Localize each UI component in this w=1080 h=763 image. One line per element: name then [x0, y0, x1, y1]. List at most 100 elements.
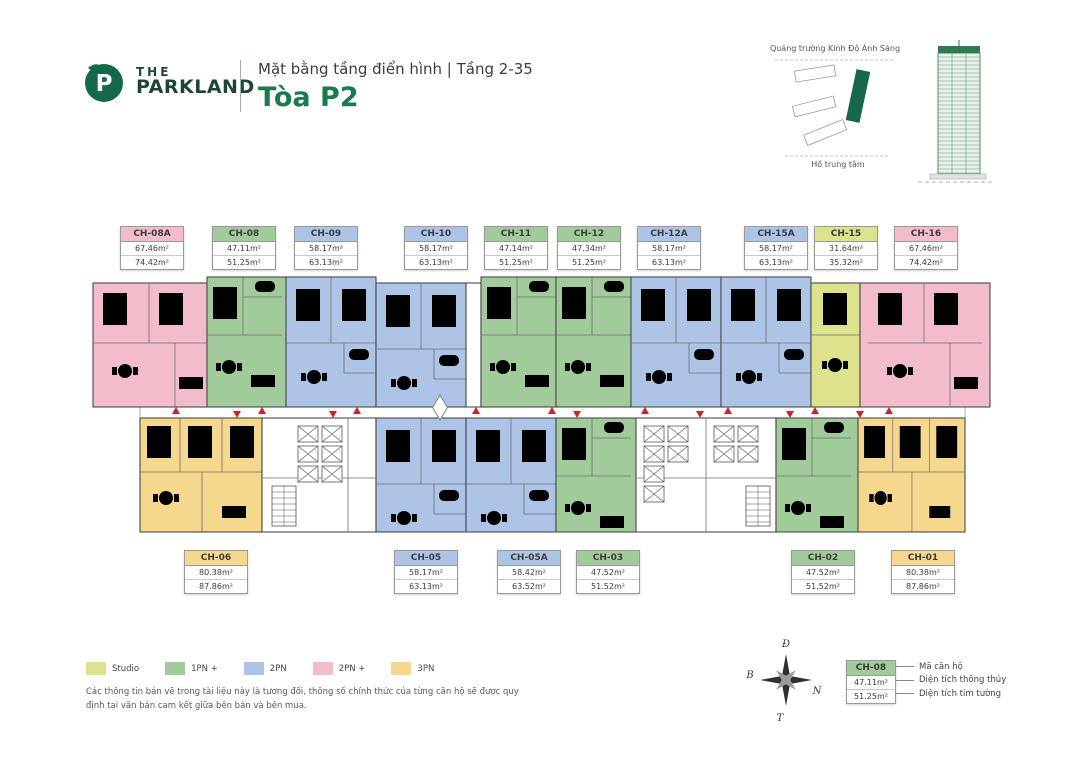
unit-card-ch-05: CH-05 58.17m² 63.13m² — [394, 550, 458, 594]
unit-area-net: 80.38m² — [906, 568, 940, 577]
unit-area-gross: 87.86m² — [185, 579, 247, 593]
legend-item-2pn-plus: 2PN + — [312, 662, 365, 675]
unit-card-ch-05a: CH-05A 58.42m² 63.52m² — [497, 550, 561, 594]
key-label-net-area: Diện tích thông thủy — [896, 674, 1006, 688]
compass-rose-icon: Đ B N T — [745, 639, 822, 724]
building-elevation-icon — [918, 40, 994, 183]
unit-card-ch-12a: CH-12A 58.17m² 63.13m² — [637, 226, 701, 270]
unit-area-gross: 35.32m² — [815, 255, 877, 269]
unit-code: CH-10 — [405, 227, 467, 242]
key-label-code: Mã căn hộ — [896, 660, 1006, 674]
parkland-logo-icon: P — [85, 64, 123, 102]
logo-line-the: THE — [136, 64, 172, 79]
unit-area-gross: 63.52m² — [498, 579, 560, 593]
unit-card-ch-08: CH-08 47.11m² 51.25m² — [212, 226, 276, 270]
lobby-marker — [431, 394, 449, 421]
compass-north-label: B — [745, 670, 753, 681]
key-unit-code: CH-08 — [847, 661, 895, 676]
unit-area-gross: 74.42m² — [121, 255, 183, 269]
key-area-gross: 51.25m² — [847, 689, 895, 703]
unit-card-ch-03: CH-03 47.52m² 51.52m² — [576, 550, 640, 594]
page-title: Tòa P2 — [258, 82, 359, 113]
unit-area-net: 47.52m² — [591, 568, 625, 577]
unit-area-gross: 51.52m² — [577, 579, 639, 593]
unit-code: CH-05 — [395, 551, 457, 566]
unit-code: CH-03 — [577, 551, 639, 566]
key-example-card: CH-08 47.11m² 51.25m² — [846, 660, 896, 704]
unit-area-net: 80.38m² — [199, 568, 233, 577]
unit-code: CH-15A — [745, 227, 807, 242]
sitemap-block-3 — [803, 118, 848, 146]
unit-area-gross: 74.42m² — [895, 255, 957, 269]
unit-ch-08 — [206, 276, 287, 408]
unit-ch-05a — [465, 417, 557, 533]
unit-ch-15a — [720, 276, 812, 408]
legend-swatch-3pn — [391, 662, 412, 675]
site-map — [775, 59, 895, 157]
sitemap-label-square: Quảng trường Kinh Đô Ánh Sáng — [769, 44, 901, 53]
core-elevators-left — [261, 417, 377, 533]
legend-label: 1PN + — [191, 663, 218, 674]
unit-card-ch-10: CH-10 58.17m² 63.13m² — [404, 226, 468, 270]
compass-west-label: T — [777, 713, 785, 724]
unit-card-ch-02: CH-02 47.52m² 51.52m² — [791, 550, 855, 594]
legend-swatch-2pn — [243, 662, 264, 675]
unit-ch-06 — [139, 417, 263, 533]
legend-item-1pn: 1PN + — [165, 662, 218, 675]
floor-range-subtitle: Mặt bằng tầng điển hình | Tầng 2-35 — [258, 60, 533, 78]
unit-card-ch-06: CH-06 80.38m² 87.86m² — [184, 550, 248, 594]
unit-area-net: 58.17m² — [652, 244, 686, 253]
legend-label: 3PN — [417, 663, 435, 674]
service-shaft — [465, 282, 482, 408]
legend-item-studio: Studio — [86, 662, 139, 675]
unit-area-net: 47.52m² — [806, 568, 840, 577]
unit-area-net: 67.46m² — [135, 244, 169, 253]
unit-ch-01 — [857, 417, 966, 533]
legend-item-2pn: 2PN — [243, 662, 287, 675]
unit-ch-05 — [375, 417, 467, 533]
unit-area-gross: 63.13m² — [405, 255, 467, 269]
unit-type-legend: Studio 1PN + 2PN 2PN + 3PN — [86, 662, 434, 675]
key-area-net: 47.11m² — [854, 678, 888, 687]
legend-item-3pn: 3PN — [391, 662, 434, 675]
unit-ch-15 — [810, 282, 861, 408]
legend-swatch-2pn-plus — [312, 662, 333, 675]
key-label-gross-area: Diện tích tim tường — [896, 687, 1006, 701]
logo-text: THE PARKLAND — [136, 66, 255, 99]
logo-line-parkland: PARKLAND — [136, 76, 255, 99]
core-elevators-right — [635, 417, 777, 533]
sitemap-label-lake: Hồ trung tâm — [811, 160, 865, 169]
unit-card-ch-15a: CH-15A 58.17m² 63.13m² — [744, 226, 808, 270]
legend-swatch-1pn — [165, 662, 186, 675]
unit-card-ch-11: CH-11 47.14m² 51.25m² — [484, 226, 548, 270]
unit-area-net: 47.34m² — [572, 244, 606, 253]
entrance-markers — [172, 407, 893, 418]
unit-area-net: 47.11m² — [227, 244, 261, 253]
unit-area-gross: 63.13m² — [638, 255, 700, 269]
title-block: Mặt bằng tầng điển hình | Tầng 2-35 Tòa … — [258, 60, 533, 113]
unit-area-gross: 63.13m² — [295, 255, 357, 269]
unit-area-net: 47.14m² — [499, 244, 533, 253]
unit-ch-16 — [859, 282, 991, 408]
unit-area-gross: 63.13m² — [745, 255, 807, 269]
unit-area-gross: 51.25m² — [213, 255, 275, 269]
compass-east-label: Đ — [781, 639, 790, 650]
unit-area-net: 58.17m² — [419, 244, 453, 253]
unit-code: CH-05A — [498, 551, 560, 566]
unit-area-gross: 63.13m² — [395, 579, 457, 593]
unit-area-gross: 87.86m² — [892, 579, 954, 593]
legend-swatch-studio — [86, 662, 106, 675]
unit-area-net: 58.17m² — [409, 568, 443, 577]
header-divider — [240, 60, 241, 112]
brand-logo: P THE PARKLAND — [80, 58, 255, 106]
unit-area-net: 31.64m² — [829, 244, 863, 253]
unit-card-ch-12: CH-12 47.34m² 51.25m² — [557, 226, 621, 270]
unit-card-ch-15: CH-15 31.64m² 35.32m² — [814, 226, 878, 270]
key-labels: Mã căn hộ Diện tích thông thủy Diện tích… — [896, 660, 1006, 701]
legend-label: Studio — [112, 663, 140, 674]
disclaimer-text: Các thông tin bản vẽ trong tài liệu này … — [86, 687, 519, 711]
unit-code: CH-12A — [638, 227, 700, 242]
unit-ch-02 — [775, 417, 859, 533]
unit-code: CH-16 — [895, 227, 957, 242]
unit-area-net: 67.46m² — [909, 244, 943, 253]
